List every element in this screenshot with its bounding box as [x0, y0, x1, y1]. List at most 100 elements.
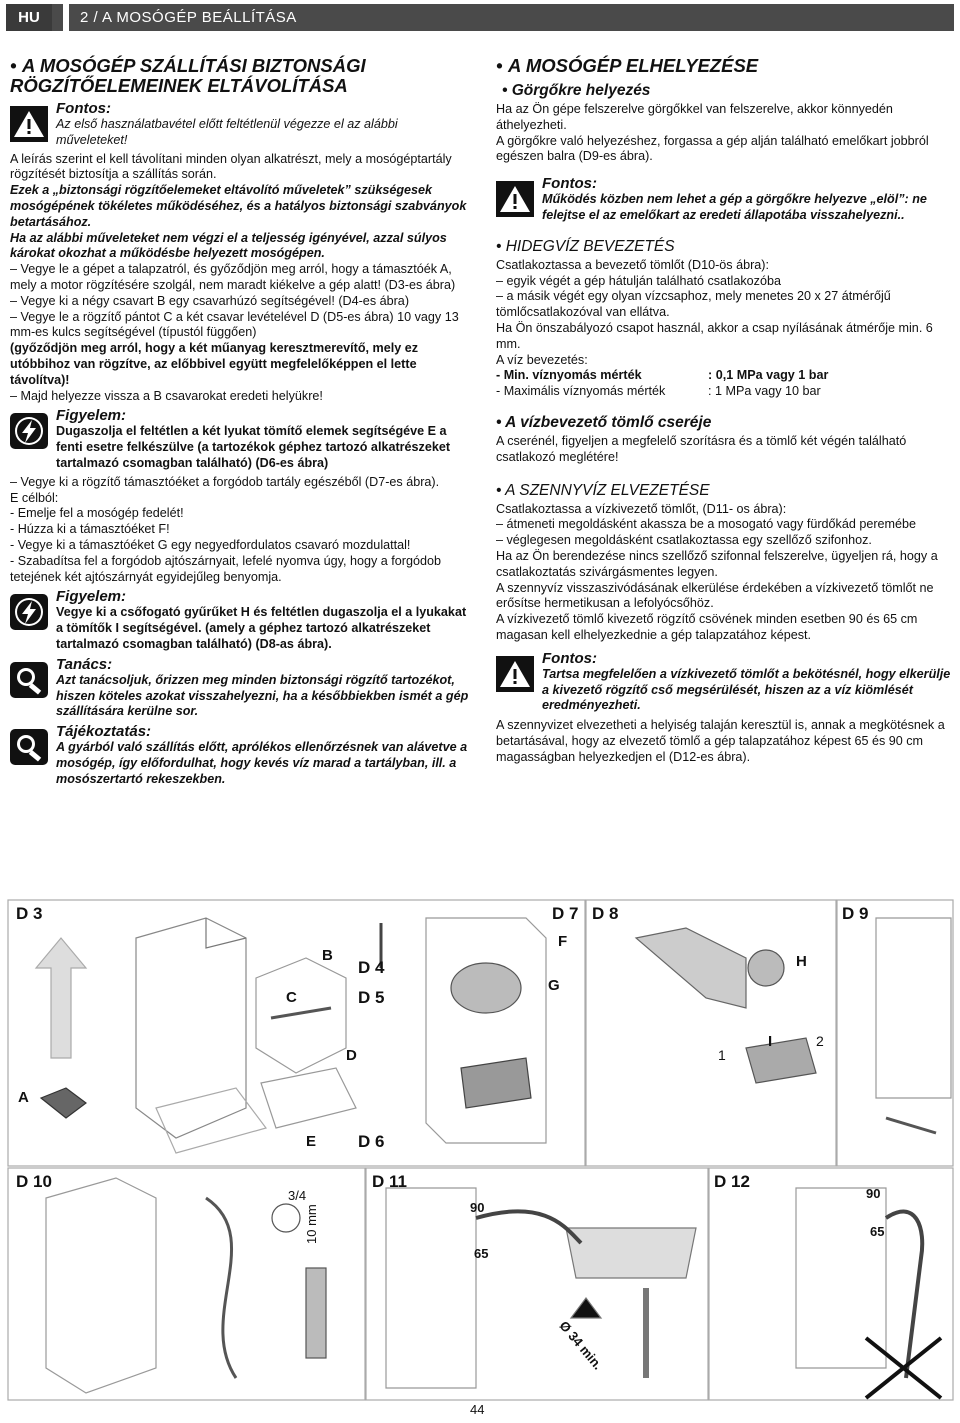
- fig-label-d10: D 10: [16, 1172, 52, 1191]
- paragraph: A görgőkre való helyezéshez, forgassa a …: [496, 133, 929, 164]
- header-divider: [63, 4, 69, 31]
- callout-h: H: [796, 953, 807, 970]
- paragraph: A leírás szerint el kell távolítani mind…: [10, 151, 452, 182]
- fig-label-d12: D 12: [714, 1172, 750, 1191]
- callout-d: D: [346, 1047, 357, 1064]
- paragraph: Csatlakoztassa a bevezető tömlőt (D10-ös…: [496, 257, 769, 272]
- note-title: Fontos:: [56, 100, 111, 117]
- note-title: Fontos:: [542, 649, 597, 667]
- callout-1: 1: [718, 1047, 726, 1063]
- paragraph-bold: Ha az alábbi műveleteket nem végzi el a …: [10, 230, 447, 261]
- subsection-title: • Görgőkre helyezés: [502, 82, 651, 99]
- step: – Vegye ki a négy csavart B egy csavarhú…: [10, 293, 410, 308]
- warning-triangle-icon: [10, 106, 48, 142]
- d11-drawing: [385, 1187, 697, 1389]
- frame-d10: [7, 1167, 366, 1401]
- pressure-max: - Maximális víznyomás mérték: 1 MPa vagy…: [496, 384, 821, 399]
- callout-a: A: [18, 1089, 29, 1106]
- callout-b: B: [322, 947, 333, 964]
- note-text: Működés közben nem lehet a gép a görgőkr…: [542, 192, 927, 222]
- paragraph: A szennyvíz visszaszivódásának elkerülés…: [496, 580, 934, 611]
- label-10mm: 10 mm: [304, 1204, 319, 1244]
- fig-label-d6: D 6: [358, 1132, 385, 1151]
- section-title-placement: •A MOSÓGÉP ELHELYEZÉSE: [496, 55, 759, 76]
- fig-label-d9: D 9: [842, 904, 869, 923]
- important-note-rollers: Fontos: Működés közben nem lehet a gép a…: [496, 175, 956, 224]
- note-title: Tanács:: [56, 655, 113, 673]
- d3-machine-drawing: [34, 917, 268, 1154]
- note-text: Tartsa megfelelően a vízkivezető tömlőt …: [542, 666, 951, 713]
- d9-drawing: [875, 917, 952, 1135]
- step: - Húzza ki a támasztóéket F!: [10, 522, 170, 537]
- note-title: Tájékoztatás:: [56, 723, 152, 741]
- language-code: HU: [6, 4, 52, 31]
- warning-note-2: Figyelem: Vegye ki a csőfogató gyűrűket …: [10, 588, 472, 652]
- paragraph: – átmeneti megoldásként akassza be a mos…: [496, 517, 917, 532]
- fig-label-d8: D 8: [592, 904, 619, 923]
- d8-drawing: [634, 927, 817, 1084]
- frame-d3-d7: [7, 899, 586, 1167]
- warning-note-1: Figyelem: Dugaszolja el feltétlen a két …: [10, 407, 472, 471]
- note-title: Figyelem:: [56, 407, 127, 425]
- step-bold: (győződjön meg arról, hogy a két műanyag…: [10, 341, 419, 387]
- info-note: Tájékoztatás: A gyárból való szállítás e…: [10, 723, 472, 787]
- fig-label-d4: D 4: [358, 958, 385, 977]
- subsection-title: • HIDEGVÍZ BEVEZETÉS: [496, 237, 675, 255]
- note-text: Vegye ki a csőfogató gyűrűket H és felté…: [56, 605, 467, 651]
- note-text: Dugaszolja el feltétlen a két lyukat töm…: [56, 424, 451, 470]
- magnifier-icon: [10, 729, 48, 766]
- fig-label-d3: D 3: [16, 904, 43, 923]
- paragraph: A víz bevezetés:: [496, 352, 588, 367]
- magnifier-icon: [10, 661, 48, 698]
- fig-label-d7: D 7: [552, 904, 579, 923]
- d10-drawing: [45, 1177, 327, 1394]
- important-note-drain: Fontos: Tartsa megfelelően a vízkivezető…: [496, 650, 956, 714]
- paragraph: Ha az Ön gépe felszerelve görgőkkel van …: [496, 102, 893, 132]
- figures-area: D 3 D 4 D 5 D 6 D 7 D 8 D 9 D 10 D 11 D …: [6, 898, 954, 1403]
- left-column: •A MOSÓGÉP SZÁLLÍTÁSI BIZTONSÁGI RÖGZÍTŐ…: [10, 56, 472, 790]
- d12-drawing: [795, 1187, 943, 1400]
- paragraph-bold: Ezek a „biztonsági rögzítőelemeket eltáv…: [10, 183, 467, 229]
- paragraph: Csatlakoztassa a vízkivezető tömlőt, (D1…: [496, 501, 787, 516]
- d7-machine-drawing: [425, 917, 547, 1144]
- label-height-65-d12: 65: [870, 1224, 885, 1239]
- paragraph: Ha Ön önszabályozó csapot használ, akkor…: [496, 320, 933, 351]
- subsection-title: • A vízbevezető tömlő cseréje: [496, 413, 712, 431]
- step: – Vegye le a rögzítő pántot C a két csav…: [10, 309, 459, 340]
- label-height-65: 65: [474, 1246, 489, 1261]
- note-title: Fontos:: [542, 175, 597, 193]
- step: – Vegye le a gépet a talapzatról, és győ…: [10, 262, 456, 292]
- section-title-transport: •A MOSÓGÉP SZÁLLÍTÁSI BIZTONSÁGI RÖGZÍTŐ…: [10, 55, 366, 96]
- lightning-icon: [10, 594, 48, 631]
- frame-d12: [708, 1167, 954, 1401]
- callout-2: 2: [816, 1033, 824, 1049]
- step: – Vegye ki a rögzítő támasztóéket a forg…: [10, 474, 440, 489]
- warning-triangle-icon: [496, 181, 534, 218]
- paragraph: Ha az Ön berendezése nincs szellőző szif…: [496, 548, 938, 579]
- right-column: •A MOSÓGÉP ELHELYEZÉSE • Görgőkre helyez…: [496, 56, 956, 766]
- label-three-quarter: 3/4: [288, 1188, 307, 1203]
- fig-label-d11: D 11: [372, 1172, 407, 1191]
- callout-f: F: [558, 933, 568, 950]
- illustrations: [7, 899, 954, 1401]
- page-header: HU 2 / A MOSÓGÉP BEÁLLÍTÁSA: [6, 4, 954, 31]
- page-number: 44: [470, 1402, 485, 1417]
- fig-label-d5: D 5: [358, 988, 385, 1007]
- callout-g: G: [548, 977, 560, 994]
- paragraph: A szennyvizet elvezetheti a helyiség tal…: [496, 718, 945, 764]
- tip-note: Tanács: Azt tanácsoljuk, őrizzen meg min…: [10, 656, 472, 720]
- note-text: Azt tanácsoljuk, őrizzen meg minden bizt…: [56, 672, 469, 719]
- paragraph: A cserénél, figyeljen a megfelelő szorít…: [496, 433, 907, 464]
- paragraph: A vízkivezető tömlő kivezető rögzítő csö…: [496, 612, 918, 642]
- step: E célból:: [10, 490, 59, 505]
- callout-c: C: [286, 989, 297, 1006]
- note-text: A gyárból való szállítás előtt, apróléko…: [56, 740, 468, 786]
- step: - Emelje fel a mosógép fedelét!: [10, 506, 184, 521]
- paragraph: – egyik végét a gép hátulján található c…: [496, 273, 781, 288]
- lightning-icon: [10, 413, 48, 450]
- step: - Szabadítsa fel a forgódob ajtószárnyai…: [10, 553, 442, 584]
- step: – Majd helyezze vissza a B csavarokat er…: [10, 388, 323, 403]
- paragraph: – véglegesen megoldásként csatlakoztassa…: [496, 533, 872, 548]
- important-note: Fontos: Az első használatbavétel előtt f…: [10, 100, 472, 149]
- chapter-title: 2 / A MOSÓGÉP BEÁLLÍTÁSA: [80, 9, 297, 26]
